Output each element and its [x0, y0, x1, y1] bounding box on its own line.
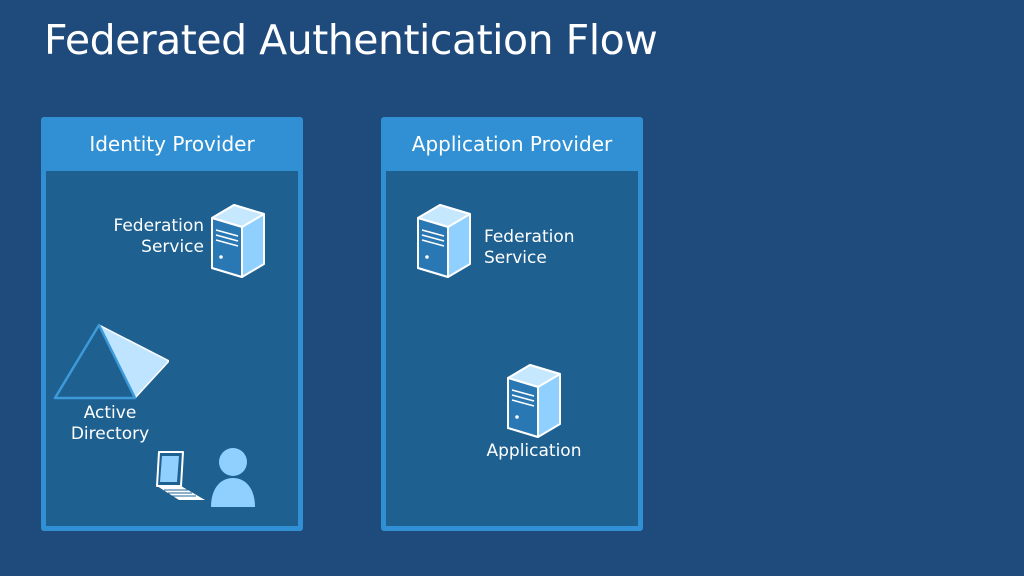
application-server-icon	[507, 364, 561, 438]
server-icon	[211, 204, 265, 278]
laptop-icon	[156, 451, 205, 500]
identity-provider-panel: Identity Provider Federation Service Act…	[41, 117, 303, 531]
application-provider-header: Application Provider	[411, 132, 613, 156]
user-icon	[211, 448, 255, 507]
idp-federation-service-label: Federation Service	[113, 216, 204, 257]
page-title: Federated Authentication Flow	[44, 16, 658, 64]
ap-federation-service-label: Federation Service	[484, 227, 575, 268]
server-icon	[417, 204, 471, 278]
active-directory-label: Active Directory	[70, 403, 150, 444]
identity-provider-header: Identity Provider	[89, 132, 255, 156]
identity-provider-body: Federation Service Active Directory	[46, 171, 298, 526]
application-label: Application	[486, 441, 582, 461]
active-directory-icon	[53, 323, 169, 400]
application-provider-body: Federation Service Application	[386, 171, 638, 526]
application-provider-panel: Application Provider Federation Service	[381, 117, 643, 531]
